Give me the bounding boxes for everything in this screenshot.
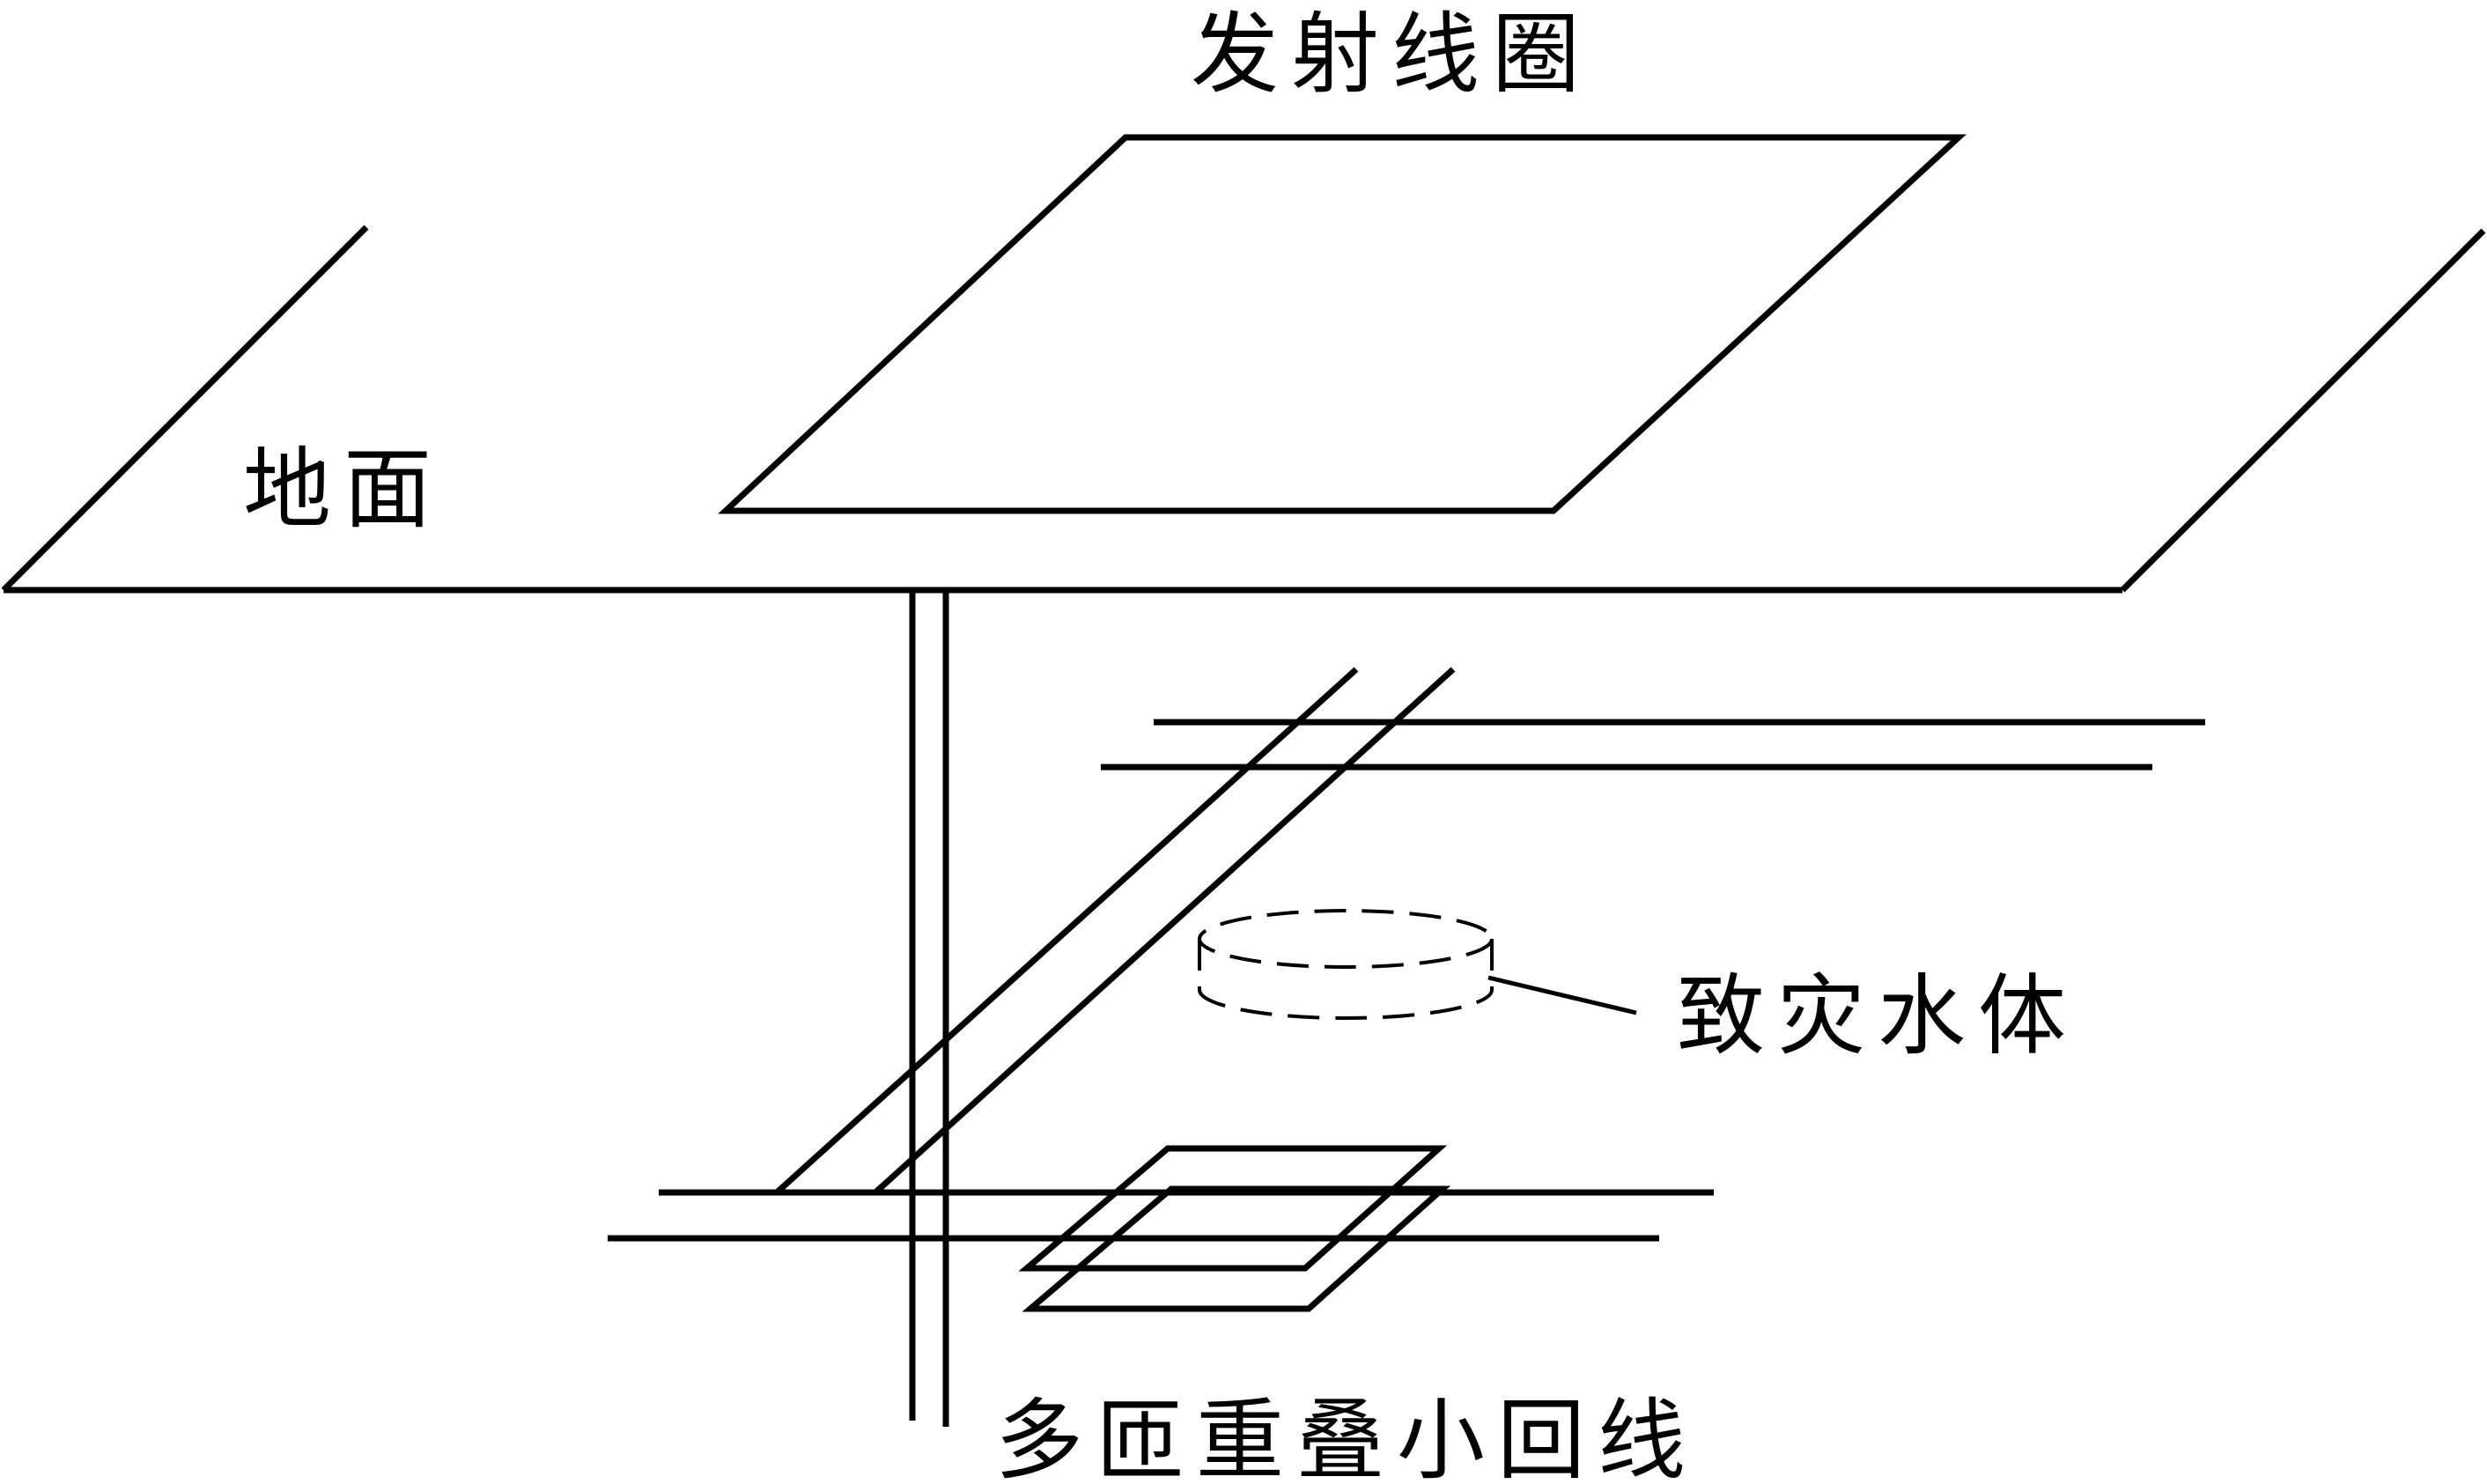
shaft [909,590,949,1427]
upper-roadway [1101,719,2205,771]
receiver-loops [1018,1145,1451,1312]
transmit-coil-label: 发射线圈 [1191,3,1592,106]
lower-roadway [608,1189,1714,1242]
water-body [1198,909,1494,1020]
transmit-coil [718,134,1967,514]
ground-plane [1,225,2486,594]
water-body-label: 致灾水体 [1677,964,2078,1067]
water-body-leader [1487,975,1637,1015]
ground-label: 地面 [243,438,444,541]
inclined-roadway [774,667,1456,1195]
receiver-loops-label: 多匝重叠小回线 [995,1389,1698,1484]
